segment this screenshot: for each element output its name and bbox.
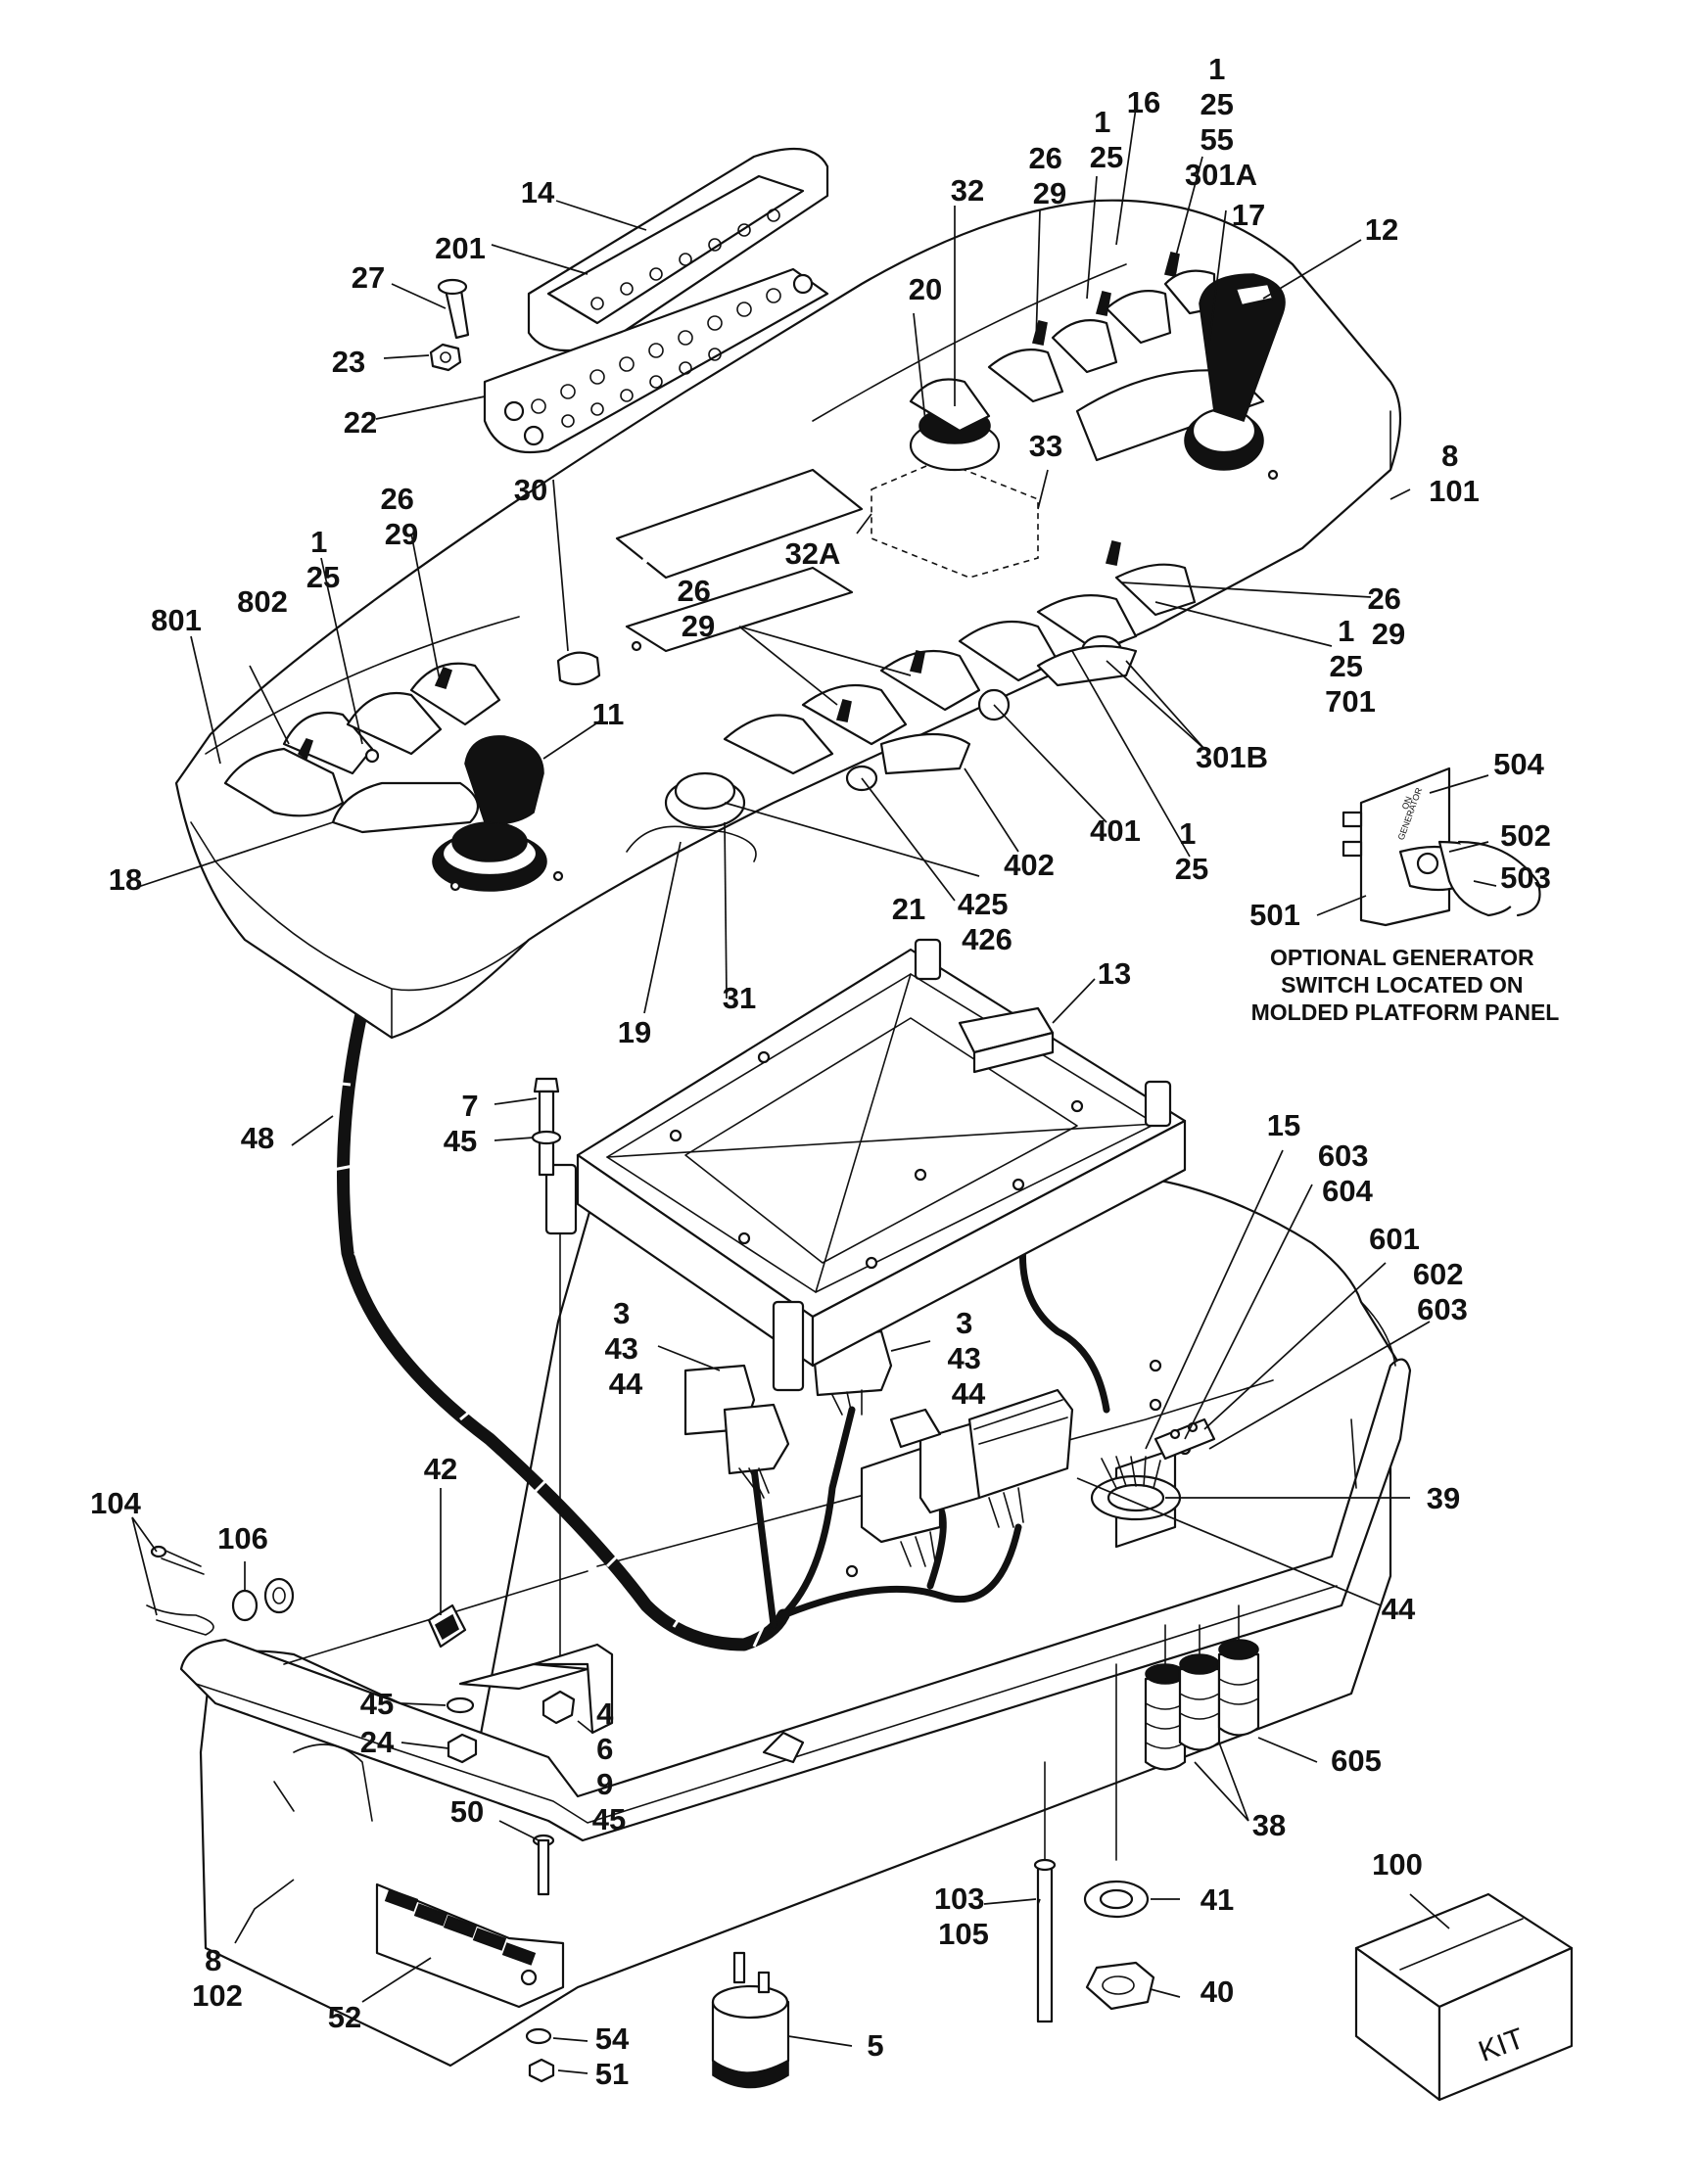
callout: 41 [1201,1882,1234,1917]
callout: 52 [328,2000,361,2034]
callout: 605 [1331,1743,1382,1778]
callout: 801 [151,603,202,637]
callout: 100 [1372,1847,1423,1882]
callout: 3 43 44 [604,1296,646,1401]
switch-block-14 [429,147,829,454]
generator-plate-label-1: ON [1400,795,1414,811]
callout: 18 [109,862,142,897]
callout: 11 [592,697,625,731]
callout: 30 [514,473,547,507]
callout: 27 [352,260,385,295]
callout: 13 [1098,956,1131,991]
callout: 38 [1252,1808,1286,1842]
callout: 12 [1365,212,1398,247]
callout: 19 [618,1015,651,1049]
callout: 8 102 [192,1943,243,2013]
hardware: KIT [146,1077,1574,2102]
callout: 17 [1232,198,1265,232]
callout: 26 29 [677,574,719,643]
callout: 54 [595,2021,630,2056]
callout: 26 29 [380,482,422,551]
callout: 1 25 [1175,816,1208,886]
callout: 26 29 [1028,141,1070,210]
kit-box: KIT [1354,1892,1574,2102]
callout: 50 [450,1794,484,1829]
callout-labels: 1 25 55 301A 16 1 25 26 29 32 17 12 14 2… [90,52,1559,2091]
callout: 20 [909,272,942,306]
generator-switch: ON GENERATOR [1342,767,1541,927]
callout: 31 [723,981,756,1015]
callout: 51 [595,2057,629,2091]
callout: 32A [785,536,841,571]
callout: 5 [867,2028,883,2063]
callout: 21 [892,892,925,926]
cable-glands [1144,1604,1260,1771]
callout: 22 [344,405,377,440]
callout: 45 [360,1687,394,1721]
callout: 503 [1500,860,1551,895]
callout: 15 [1267,1108,1300,1142]
joystick-11 [432,735,564,892]
callout: 33 [1029,429,1062,463]
joystick-12 [1184,273,1286,481]
leader-lines [131,107,1497,2074]
callout: 802 [237,584,288,619]
callout: 1 25 701 [1325,614,1376,719]
mounting-plate-13 [544,938,1187,1392]
callout: 1 25 [306,525,340,594]
callout: 16 [1127,85,1160,119]
callout: 603 604 [1318,1138,1377,1208]
callout: 402 [1004,848,1055,882]
callout: 48 [241,1121,274,1155]
callout: 1 25 55 301A [1185,52,1257,192]
callout: 602 603 [1413,1257,1472,1326]
callout: 24 [360,1725,395,1759]
callout: 44 [1382,1592,1416,1626]
callout: 26 29 [1367,581,1409,651]
callout: 7 [461,1089,478,1123]
cable-48 [322,982,1110,1651]
callout: 103 105 [934,1882,993,1951]
callout: 425 426 [958,887,1016,956]
callout: 40 [1201,1975,1234,2009]
callout: 3 43 44 [947,1306,989,1411]
top-control-panel: JLG [174,199,1402,1040]
callout: 1 25 [1090,105,1123,174]
callout: 106 [217,1521,268,1556]
callout: 301B [1196,740,1268,774]
callout: 39 [1427,1481,1460,1515]
callout: 504 [1493,747,1544,781]
callout: 8 101 [1429,439,1480,508]
callout: 201 [435,231,486,265]
callout: 14 [521,175,555,209]
callout: 601 [1369,1222,1420,1256]
callout: 104 [90,1486,141,1520]
callout: 4 6 9 45 [592,1696,626,1836]
callout: 32 [951,173,984,208]
generator-note: OPTIONAL GENERATOR SWITCH LOCATED ON MOL… [1251,945,1560,1025]
callout: 23 [332,345,365,379]
callout: 501 [1249,898,1300,932]
callout: 45 [444,1124,477,1158]
callout: 502 [1500,818,1551,853]
callout: 401 [1090,813,1141,848]
callout: 42 [424,1452,457,1486]
